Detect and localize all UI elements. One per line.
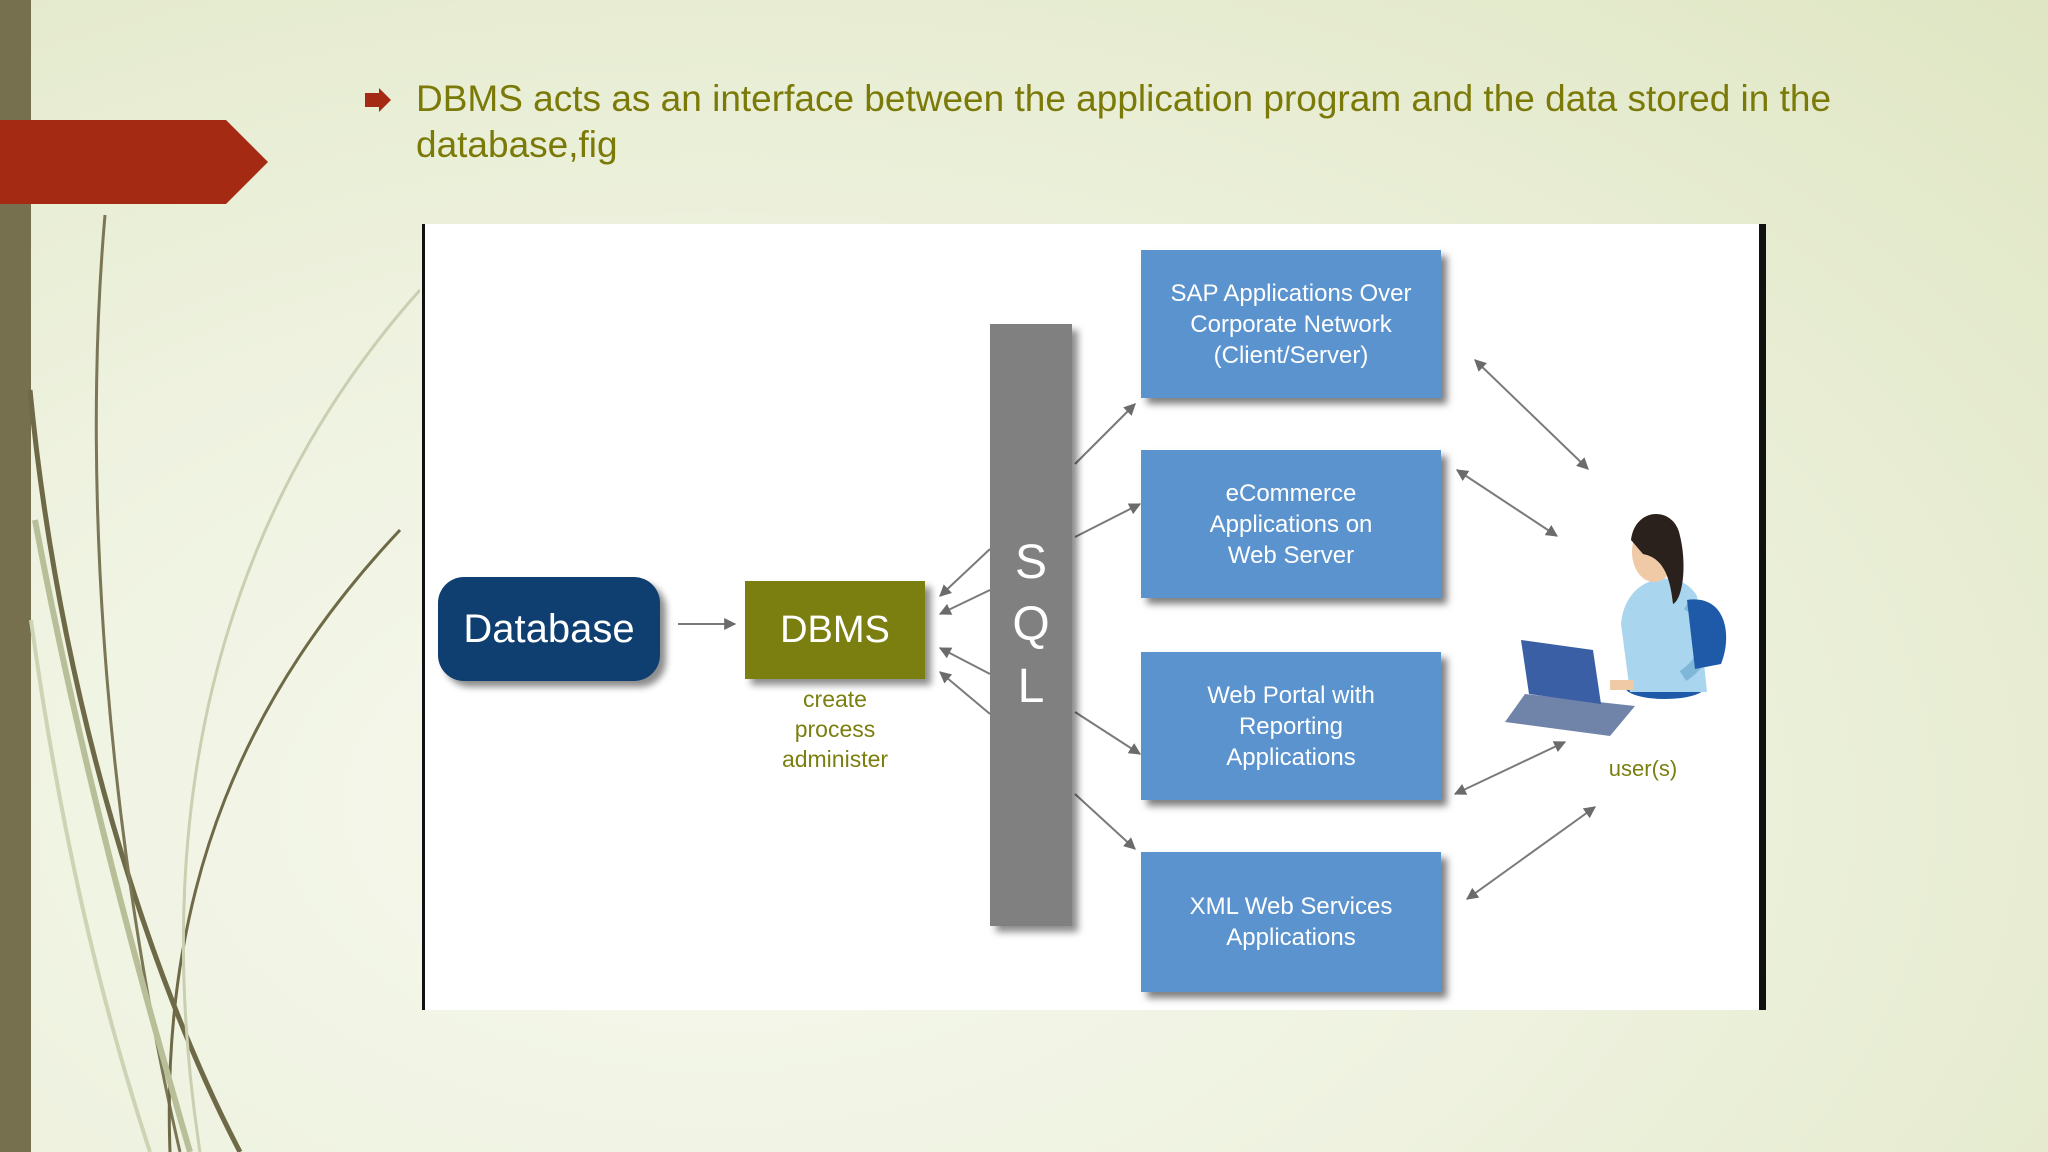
- dbms-caption-administer: administer: [781, 746, 889, 772]
- app-sap-line-2: Corporate Network: [1190, 310, 1392, 338]
- bullet-text: DBMS acts as an interface between the ap…: [416, 78, 1832, 165]
- decorative-curves: [27, 214, 420, 1152]
- app-sap-line-3: (Client/Server): [1213, 341, 1369, 369]
- dbms-diagram: Database DBMS create process administer …: [422, 224, 1766, 1010]
- dbms-node: DBMS: [745, 581, 925, 679]
- user-label: user(s): [1608, 756, 1678, 781]
- sql-letter-q: Q: [1012, 598, 1050, 651]
- app-portal-line-2: Reporting: [1238, 712, 1344, 740]
- app-box-xml: XML Web Services Applications: [1141, 852, 1441, 992]
- app-xml-line-1: XML Web Services: [1189, 893, 1393, 920]
- connector-arrows: [678, 359, 1727, 900]
- sql-letter-l: L: [1017, 660, 1045, 713]
- sql-bar: S Q L: [990, 324, 1072, 926]
- arrow-bullet-icon: [365, 88, 391, 112]
- bullet-point: DBMS acts as an interface between the ap…: [364, 76, 1924, 168]
- app-box-web-portal: Web Portal with Reporting Applications: [1141, 652, 1441, 800]
- app-xml-line-2: Applications: [1226, 924, 1356, 951]
- dbms-caption-process: process: [794, 716, 876, 742]
- dbms-caption: create process administer: [730, 684, 940, 774]
- app-portal-line-3: Applications: [1226, 743, 1356, 771]
- red-tab-shape: [0, 120, 268, 204]
- dbms-caption-create: create: [803, 686, 867, 712]
- app-portal-line-1: Web Portal with: [1207, 681, 1375, 709]
- app-ecommerce-line-3: Web Server: [1227, 541, 1355, 569]
- app-ecommerce-line-1: eCommerce: [1225, 479, 1357, 507]
- user-icon: [1505, 513, 1727, 736]
- app-box-sap: SAP Applications Over Corporate Network …: [1141, 250, 1441, 398]
- app-box-ecommerce: eCommerce Applications on Web Server: [1141, 450, 1441, 598]
- sql-letter-s: S: [1014, 536, 1047, 589]
- database-node: Database: [438, 577, 660, 681]
- app-sap-line-1: SAP Applications Over: [1170, 279, 1412, 307]
- app-ecommerce-line-2: Applications on: [1209, 510, 1373, 538]
